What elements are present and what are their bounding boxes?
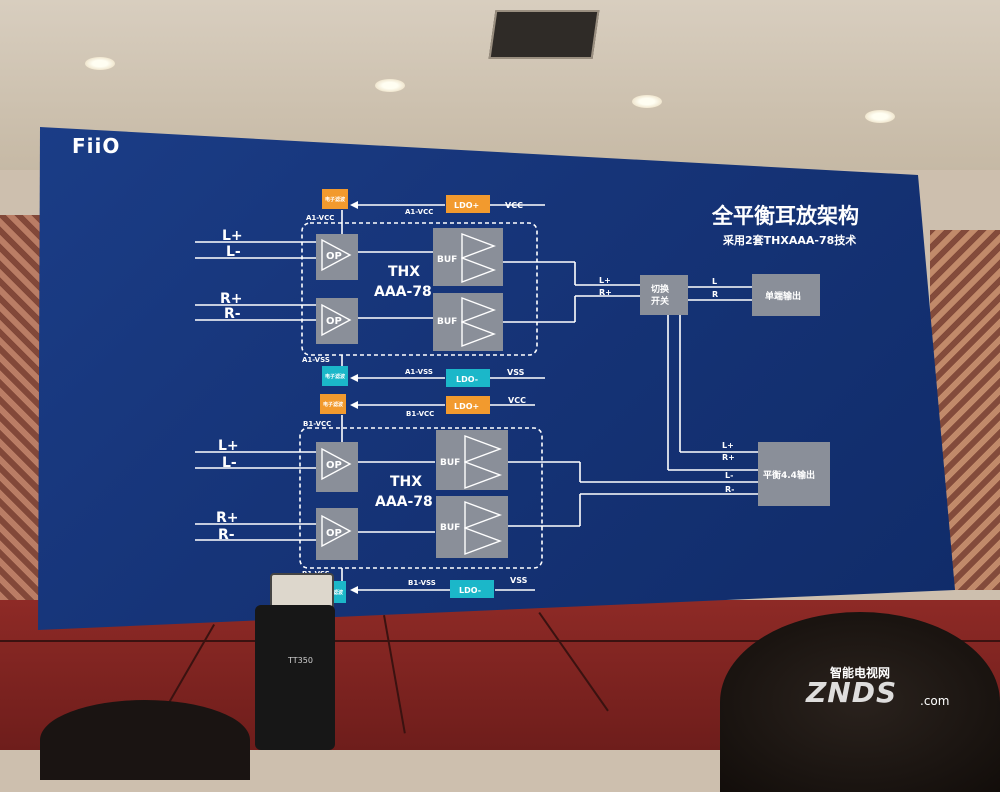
chip-name: THX <box>388 264 420 280</box>
switch-in-label: R+ <box>599 288 612 297</box>
input-label: L- <box>226 244 241 260</box>
op-label: OP <box>326 316 342 327</box>
camera-flash <box>255 605 335 750</box>
buf-label: BUF <box>440 458 460 468</box>
watermark-cn: 智能电视网 <box>830 666 891 680</box>
rail-label: A1-VCC <box>405 208 433 216</box>
ceiling-light <box>85 57 115 70</box>
vcc-label: VCC <box>508 396 526 405</box>
balanced-output: 平衡4.4输出 <box>763 469 815 481</box>
buf-label: BUF <box>437 317 457 327</box>
chip-model: AAA-78 <box>375 494 433 510</box>
input-label: R- <box>224 306 241 322</box>
audience-head <box>40 700 250 780</box>
chip-name: THX <box>390 474 422 490</box>
input-label: L- <box>222 455 237 471</box>
switch-in-label: L+ <box>599 276 611 285</box>
floor-seam <box>0 640 1000 642</box>
switch-out-label: L <box>712 277 717 286</box>
op-label: OP <box>326 528 342 539</box>
ldo-label: LDO- <box>456 375 478 384</box>
vss-label: VSS <box>510 576 528 585</box>
balanced-in-label: L- <box>725 471 733 480</box>
vss-label: VSS <box>507 368 525 377</box>
balanced-in-label: R+ <box>722 453 735 462</box>
buf-label: BUF <box>440 523 460 533</box>
switch-label: 切换 <box>651 283 670 295</box>
balanced-in-label: R- <box>725 485 734 494</box>
watermark-logo: ZNDS <box>806 676 898 709</box>
rail-label: A1-VSS <box>405 368 433 376</box>
chip-model: AAA-78 <box>374 284 432 300</box>
ceiling-light <box>632 95 662 108</box>
fiio-logo: FiiO <box>72 134 121 158</box>
buf-label: BUF <box>437 255 457 265</box>
input-label: L+ <box>218 438 239 454</box>
switch-out-label: R <box>712 290 718 299</box>
ldo-label: LDO+ <box>454 402 479 411</box>
rail-label: B1-VCC <box>303 420 331 428</box>
balanced-in-label: L+ <box>722 441 734 450</box>
switch-label: 开关 <box>651 295 669 307</box>
carved-wall-left <box>0 215 40 625</box>
rail-label: A1-VCC <box>306 214 334 222</box>
op-label: OP <box>326 460 342 471</box>
input-label: R+ <box>220 291 243 307</box>
ldo-label: LDO- <box>459 586 481 595</box>
rail-label: B1-VCC <box>406 410 434 418</box>
slide-title: 全平衡耳放架构 <box>712 204 859 228</box>
ldo-label: LDO+ <box>454 201 479 210</box>
slide-subtitle: 采用2套THXAAA-78技术 <box>723 234 857 247</box>
op-label: OP <box>326 251 342 262</box>
filter-label: 电子滤波 <box>325 373 345 380</box>
filter-label: 电子滤波 <box>323 401 343 408</box>
rail-label: B1-VSS <box>408 579 436 587</box>
input-label: L+ <box>222 228 243 244</box>
ceiling-light <box>375 79 405 92</box>
rail-label: A1-VSS <box>302 356 330 364</box>
input-label: R+ <box>216 510 239 526</box>
vcc-label: VCC <box>505 201 523 210</box>
camera-model-label: TT350 <box>288 656 313 665</box>
amplifier-diagram: L+ L- R+ R- OP OP BUF BUF THX AAA-78 A1-… <box>195 189 830 603</box>
single-ended-output: 单端输出 <box>765 290 801 302</box>
watermark-domain: .com <box>920 694 950 708</box>
ceiling-light <box>865 110 895 123</box>
filter-label: 电子滤波 <box>325 196 345 203</box>
input-label: R- <box>218 527 235 543</box>
